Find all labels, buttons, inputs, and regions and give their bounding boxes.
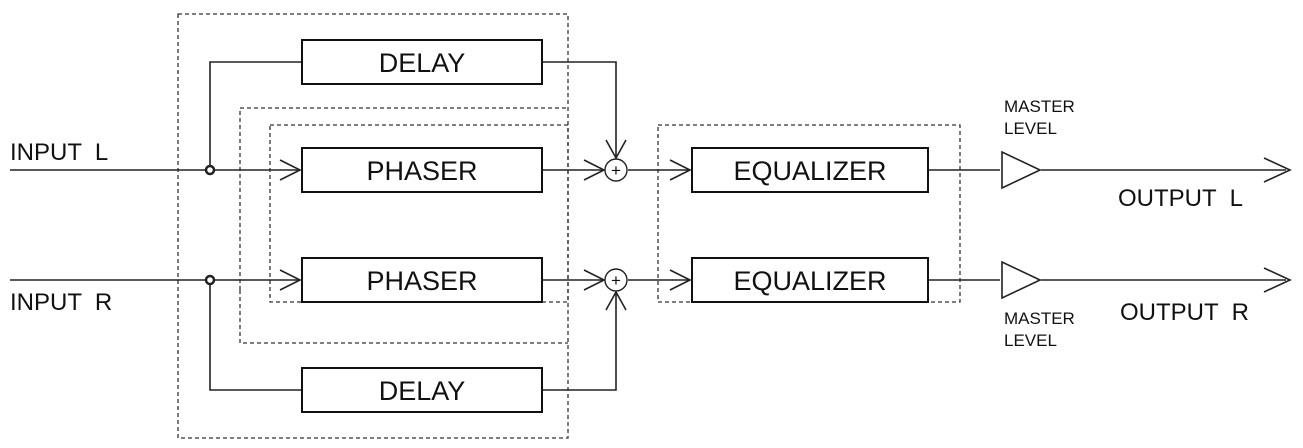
master-level-l-label-line2: LEVEL	[1004, 119, 1057, 138]
input-r-label: INPUT R	[10, 289, 112, 316]
equalizer-l-box	[691, 147, 929, 193]
delay-top-box	[301, 39, 543, 85]
signal-wires	[10, 61, 1286, 391]
summer-l: +	[604, 158, 628, 182]
delay-top-block: DELAY	[301, 39, 543, 85]
input-l-junction-dot	[204, 164, 216, 176]
delay-top-return-wire	[542, 61, 617, 158]
output-r-label: OUTPUT R	[1120, 299, 1249, 326]
arrow-into-eq-l	[669, 159, 692, 181]
arrow-into-eq-r	[669, 269, 692, 291]
arrow-delay-into-sum-r	[605, 290, 627, 311]
delay-bottom-label: DELAY	[379, 376, 466, 406]
arrow-into-sum-r	[583, 269, 606, 291]
summer-l-symbol: +	[611, 161, 621, 180]
arrow-into-phaser-l	[279, 159, 302, 181]
arrow-delay-into-sum-l	[605, 139, 627, 160]
master-level-l-label-line1: MASTER	[1004, 97, 1075, 116]
arrow-into-phaser-r	[279, 269, 302, 291]
delay-top-feed-wire	[209, 61, 302, 170]
master-level-r-label-line1: MASTER	[1004, 309, 1075, 328]
phaser-r-box	[301, 257, 543, 303]
delay-bottom-block: DELAY	[301, 367, 543, 413]
phaser-l-label: PHASER	[366, 156, 477, 186]
input-r-junction-dot	[204, 274, 216, 286]
phaser-r-label: PHASER	[366, 266, 477, 296]
summer-r: +	[604, 268, 628, 292]
phaser-l-box	[301, 147, 543, 193]
equalizer-r-block: EQUALIZER	[691, 257, 929, 303]
arrow-into-sum-l	[583, 159, 606, 181]
equalizer-r-box	[691, 257, 929, 303]
equalizer-l-block: EQUALIZER	[691, 147, 929, 193]
delay-bottom-box	[301, 367, 543, 413]
phaser-r-block: PHASER	[301, 257, 543, 303]
master-level-r-label-line2: LEVEL	[1004, 331, 1057, 350]
output-l-label: OUTPUT L	[1118, 185, 1243, 212]
delay-top-label: DELAY	[379, 48, 466, 78]
summer-r-circle	[604, 268, 628, 292]
arrow-output-r	[1263, 267, 1292, 293]
summer-l-circle	[604, 158, 628, 182]
master-level-r-amplifier	[1001, 260, 1042, 300]
delay-crossfeed-bottom-frame	[239, 290, 568, 344]
delay-crossfeed-top-frame	[239, 107, 568, 290]
delay-bottom-feed-wire	[209, 280, 302, 391]
arrow-output-l	[1263, 157, 1292, 183]
equalizer-r-label: EQUALIZER	[733, 266, 886, 296]
master-level-l-amplifier	[1001, 150, 1042, 190]
dashed-frames	[177, 13, 961, 439]
delay-bottom-return-wire	[542, 292, 617, 391]
summer-r-symbol: +	[611, 271, 621, 290]
arrowheads	[279, 139, 1292, 311]
phaser-l-block: PHASER	[301, 147, 543, 193]
equalizer-l-label: EQUALIZER	[733, 156, 886, 186]
input-l-label: INPUT L	[10, 139, 108, 166]
